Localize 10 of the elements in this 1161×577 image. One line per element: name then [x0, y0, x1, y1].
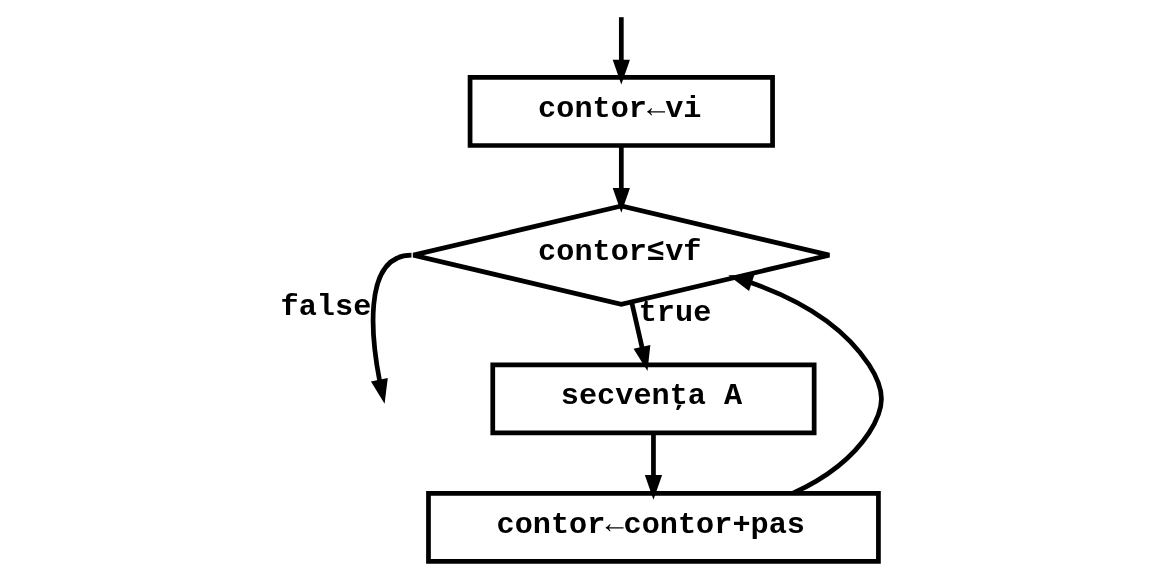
node-box: secvenţa A — [489, 362, 816, 436]
arrow — [612, 145, 630, 213]
arrow — [612, 17, 630, 85]
arrow — [628, 301, 650, 371]
node-box: contor←contor+pas — [425, 491, 881, 564]
edge-label: false — [280, 290, 371, 325]
arrow — [644, 433, 662, 500]
arrow — [370, 252, 412, 404]
node-box: contor←vi — [467, 75, 775, 148]
arrow — [727, 274, 884, 496]
